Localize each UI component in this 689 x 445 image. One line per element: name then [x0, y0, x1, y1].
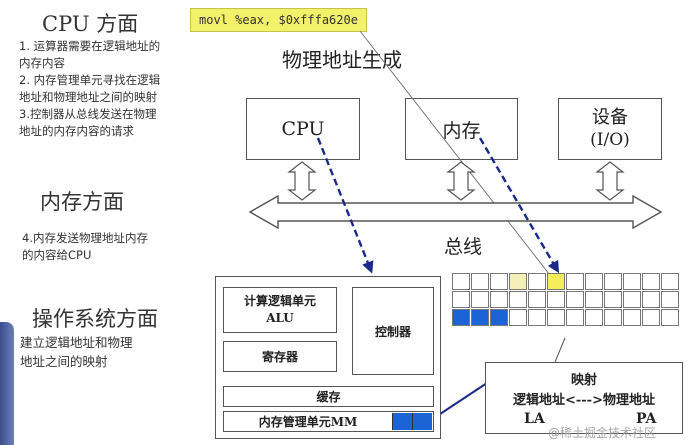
memory-cell [566, 309, 584, 326]
memory-cell [604, 309, 622, 326]
cpu-side-title: CPU 方面 [42, 12, 139, 36]
mapping-pointer-line [554, 337, 566, 363]
os-note-line: 地址之间的映射 [20, 354, 108, 369]
memory-cell-mapped [452, 309, 470, 326]
instruction-code: movl %eax, $0xfffa620e [190, 8, 367, 32]
memory-note-line: 的内容给CPU [22, 248, 92, 262]
memory-cell [509, 291, 527, 308]
memory-label: 内存 [442, 119, 481, 142]
memory-cell [604, 291, 622, 308]
memory-cell [490, 273, 508, 290]
memory-cell [509, 309, 527, 326]
registers-box: 寄存器 [223, 341, 337, 372]
os-side-title: 操作系统方面 [32, 307, 158, 331]
alu-label: 计算逻辑单元 [243, 294, 316, 308]
device-box: 设备 (I/O) [558, 98, 662, 160]
cpu-note-line: 地址的内存内容的请求 [19, 124, 134, 138]
memory-cell [566, 291, 584, 308]
memory-bus-connector [446, 161, 476, 201]
alu-box: 计算逻辑单元 ALU [223, 287, 337, 333]
device-label: 设备 [592, 107, 628, 128]
memory-cell [452, 291, 470, 308]
memory-cell [661, 291, 679, 308]
cpu-note-line: 3.控制器从总线发送在物理 [19, 107, 157, 121]
bus-arrow [248, 194, 663, 230]
memory-cell [528, 309, 546, 326]
memory-cell-mapped [490, 309, 508, 326]
memory-cell [547, 309, 565, 326]
diagram-title: 物理地址生成 [282, 48, 402, 72]
memory-cell [642, 309, 660, 326]
mapping-rule: 逻辑地址<--->物理地址 [513, 393, 655, 408]
mapping-pa: PA [636, 411, 657, 427]
memory-cell [623, 291, 641, 308]
memory-cell [547, 291, 565, 308]
mapping-box: 映射 逻辑地址<--->物理地址 LA PA [485, 362, 683, 434]
memory-cell [528, 273, 546, 290]
controller-box: 控制器 [352, 287, 434, 375]
memory-box: 内存 [405, 98, 518, 160]
memory-cell [604, 273, 622, 290]
presenter-sliver [0, 322, 14, 445]
memory-note-line: 4.内存发送物理地址内存 [22, 231, 148, 245]
cpu-side-notes: 1. 运算器需要在逻辑地址的 内存内容 2. 内存管理单元寻找在逻辑 地址和物理… [19, 38, 160, 140]
memory-cell [528, 291, 546, 308]
memory-cell [490, 291, 508, 308]
memory-cell [452, 273, 470, 290]
memory-cell-mapped [471, 309, 489, 326]
memory-grid [452, 273, 679, 327]
mmu-cell [392, 413, 412, 430]
memory-cell [509, 273, 527, 290]
mmu-cell [412, 413, 432, 430]
memory-cell [661, 273, 679, 290]
os-side-notes: 建立逻辑地址和物理 地址之间的映射 [20, 333, 133, 371]
cpu-note-line: 地址和物理地址之间的映射 [19, 90, 157, 104]
memory-cell [471, 291, 489, 308]
cpu-note-line: 内存内容 [19, 56, 65, 70]
memory-cell [623, 273, 641, 290]
device-bus-connector [595, 161, 625, 201]
cache-box: 缓存 [223, 386, 434, 407]
memory-cell [661, 309, 679, 326]
controller-label: 控制器 [374, 324, 411, 339]
memory-cell [585, 291, 603, 308]
os-note-line: 建立逻辑地址和物理 [20, 335, 133, 350]
mmu-box: 内存管理单元MM [223, 411, 434, 432]
memory-cell [585, 309, 603, 326]
cpu-label: CPU [281, 118, 325, 140]
device-io-label: (I/O) [590, 130, 630, 150]
memory-side-notes: 4.内存发送物理地址内存 的内容给CPU [22, 230, 148, 264]
memory-cell [471, 273, 489, 290]
alu-abbr: ALU [266, 311, 294, 325]
memory-cell-highlight [547, 273, 565, 290]
cache-label: 缓存 [316, 390, 341, 404]
mmu-label: 内存管理单元MM [258, 415, 358, 429]
memory-cell [566, 273, 584, 290]
bus-label: 总线 [444, 236, 483, 258]
memory-cell [642, 291, 660, 308]
memory-cell [585, 273, 603, 290]
watermark: @稀土掘金技术社区 [548, 426, 657, 440]
mapping-title: 映射 [570, 373, 597, 388]
cpu-box: CPU [246, 98, 360, 160]
cpu-note-line: 1. 运算器需要在逻辑地址的 [19, 39, 161, 53]
mapping-la: LA [524, 411, 545, 427]
cpu-note-line: 2. 内存管理单元寻找在逻辑 [19, 73, 161, 87]
memory-cell [642, 273, 660, 290]
memory-side-title: 内存方面 [40, 190, 124, 214]
memory-cell [623, 309, 641, 326]
cpu-bus-connector [287, 161, 317, 201]
registers-label: 寄存器 [261, 350, 298, 364]
